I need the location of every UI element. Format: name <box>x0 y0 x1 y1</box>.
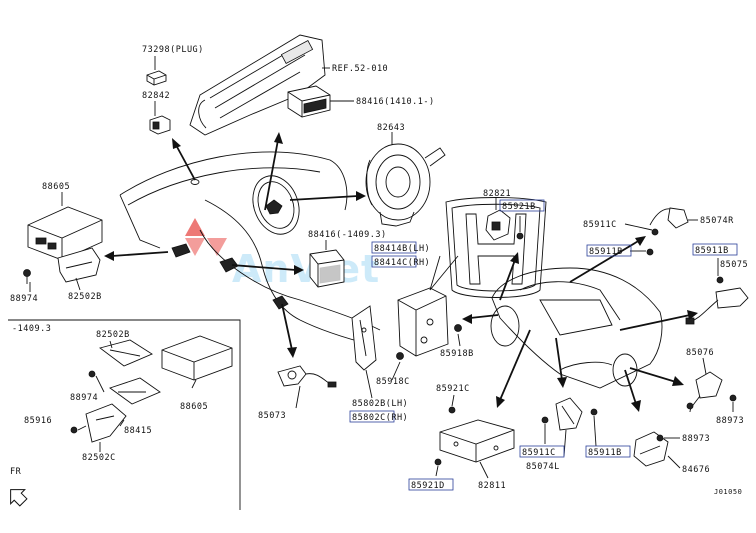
plug-73298 <box>146 70 167 86</box>
label-85916: 85916 <box>24 416 52 426</box>
bolt-85921b <box>516 232 524 240</box>
label-82643: 82643 <box>377 123 405 133</box>
module-88416-a <box>287 85 331 118</box>
inset-bracket-88415 <box>109 377 161 405</box>
sensor-85075 <box>685 276 749 325</box>
highlight-boxes <box>349 199 738 491</box>
label-82811: 82811 <box>478 481 506 491</box>
label-85918b: 85918B <box>440 349 474 359</box>
label-85074l: 85074L <box>526 462 560 472</box>
label-85911b-c: 85911B <box>588 448 622 458</box>
label-84676: 84676 <box>682 465 710 475</box>
module-88414 <box>397 287 449 357</box>
label-85075: 85075 <box>720 260 748 270</box>
nut-85918b <box>454 324 462 332</box>
watermark-text: AnViet <box>232 247 380 291</box>
label-85921d: 85921D <box>411 481 445 491</box>
sensor-85074l <box>555 397 583 431</box>
label-85921b: 85921B <box>502 202 536 212</box>
sensor-82821 <box>485 209 511 241</box>
label-fr: FR <box>10 467 22 477</box>
label-diagram-code: J01050 <box>714 488 742 496</box>
label-85074r: 85074R <box>700 216 734 226</box>
label-88605-a: 88605 <box>42 182 70 192</box>
label-82821: 82821 <box>483 189 511 199</box>
bolt-85921c <box>448 406 456 414</box>
label-88415: 88415 <box>124 426 152 436</box>
label-82842: 82842 <box>142 91 170 101</box>
clip-82842 <box>149 115 171 135</box>
part-labels: 73298(PLUG) 82842 REF.52-010 88416(1410.… <box>10 45 748 496</box>
label-88414c: 88414C(RH) <box>374 258 430 268</box>
label-85911c-b: 85911C <box>522 448 556 458</box>
label-88974-b: 88974 <box>70 393 98 403</box>
module-82811 <box>439 419 515 463</box>
inset-bracket-82502b <box>98 339 153 367</box>
bolt-88974 <box>23 269 31 284</box>
label-85911b-b: 85911B <box>695 246 729 256</box>
fr-arrow-icon <box>10 489 28 507</box>
label-88414b: 88414B(LH) <box>374 244 430 254</box>
inset-box <box>8 319 241 510</box>
honda-logo <box>445 197 547 298</box>
label-88416-a: 88416(1410.1-) <box>356 97 435 107</box>
label-88605-b: 88605 <box>180 402 208 412</box>
upper-dash-panel <box>189 34 326 136</box>
label-85921c: 85921C <box>436 384 470 394</box>
leader-lines <box>29 56 734 479</box>
ecu-88605 <box>27 206 103 261</box>
pointer-arrows <box>104 132 698 412</box>
inset-bracket-82502c <box>85 403 127 443</box>
label-88973-b: 88973 <box>682 434 710 444</box>
label-85911b-a: 85911B <box>589 247 623 257</box>
label-85073: 85073 <box>258 411 286 421</box>
bolt-85911b-c <box>590 408 598 416</box>
sensor-85074r <box>649 207 689 229</box>
label-88974-a: 88974 <box>10 294 38 304</box>
bolt-85921d <box>434 458 442 466</box>
label-85911c-a: 85911C <box>583 220 617 230</box>
bolt-88973b <box>656 434 664 442</box>
label-ref-52-010: REF.52-010 <box>332 64 388 74</box>
label-inset-range: -1409.3 <box>12 324 51 334</box>
label-88973-a: 88973 <box>716 416 744 426</box>
label-82502b-a: 82502B <box>68 292 102 302</box>
inset-bolt-88974 <box>88 370 96 378</box>
bolt-85911c <box>651 228 659 236</box>
label-85802b: 85802B(LH) <box>352 399 408 409</box>
car-outline <box>490 267 663 389</box>
bracket-82502b <box>57 247 101 283</box>
inset-ecu-88605 <box>161 335 233 381</box>
watermark-logo <box>185 218 227 256</box>
label-73298: 73298(PLUG) <box>142 45 204 55</box>
label-82502c: 82502C <box>82 453 116 463</box>
bolt-85911b <box>646 248 654 256</box>
label-85802c: 85802C(RH) <box>352 413 408 423</box>
sensor-85076 <box>686 371 723 413</box>
label-88416-b: 88416(-1409.3) <box>308 230 387 240</box>
clock-spring-82643 <box>365 143 446 227</box>
label-85918c: 85918C <box>376 377 410 387</box>
inset-bolt-85916 <box>70 426 78 434</box>
sensor-85073 <box>277 365 337 388</box>
module-88416-b <box>309 249 345 288</box>
bolt-88973a <box>729 394 737 402</box>
steering-wheel <box>252 175 300 235</box>
nut-85918c <box>396 352 404 360</box>
bolt-85911c-b <box>541 416 549 424</box>
bracket-85802 <box>351 305 377 371</box>
label-85076: 85076 <box>686 348 714 358</box>
label-82502b-b: 82502B <box>96 330 130 340</box>
